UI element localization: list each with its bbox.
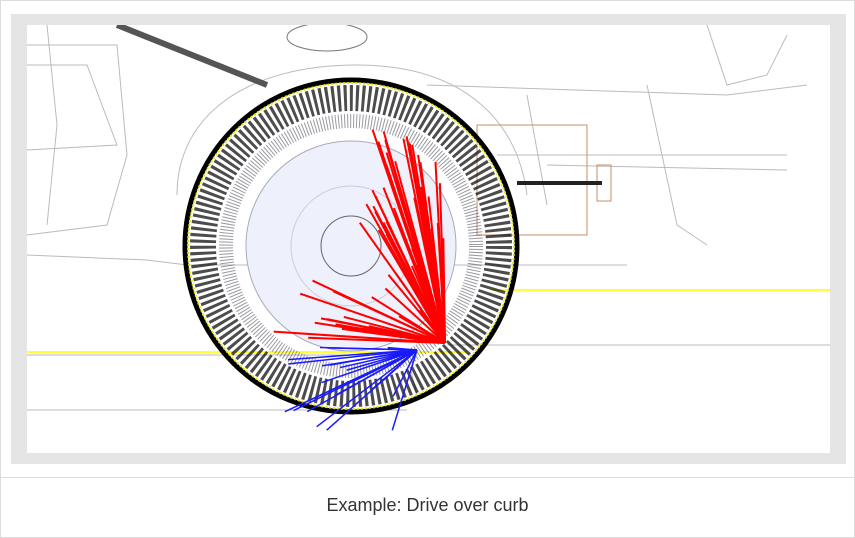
force-ray bbox=[442, 238, 446, 344]
force-ray bbox=[385, 165, 446, 344]
force-ray bbox=[416, 194, 446, 344]
normal-ray bbox=[392, 349, 418, 397]
normal-ray bbox=[387, 346, 418, 351]
force-ray bbox=[419, 161, 446, 344]
simulation-image bbox=[27, 25, 830, 453]
normal-ray bbox=[306, 349, 418, 403]
force-ray bbox=[308, 336, 446, 344]
force-ray bbox=[299, 292, 446, 344]
normal-ray bbox=[327, 347, 418, 351]
normal-ray bbox=[321, 349, 418, 367]
force-ray bbox=[359, 222, 446, 344]
tire-contact-ring bbox=[187, 82, 515, 410]
normal-ray bbox=[335, 349, 418, 396]
image-frame bbox=[11, 14, 846, 464]
force-ray bbox=[371, 296, 446, 344]
force-ray bbox=[382, 131, 446, 344]
force-ray bbox=[332, 290, 446, 344]
normal-ray bbox=[380, 349, 418, 383]
force-ray bbox=[371, 189, 446, 344]
spring-top bbox=[286, 25, 368, 52]
tire-mesh bbox=[190, 85, 512, 407]
normal-ray bbox=[346, 349, 418, 371]
caption-divider bbox=[1, 477, 854, 478]
hub bbox=[290, 185, 412, 307]
normal-ray bbox=[316, 349, 418, 428]
force-ray bbox=[372, 205, 446, 344]
suspension-arm bbox=[115, 25, 269, 88]
normal-ray bbox=[288, 349, 418, 365]
force-ray bbox=[384, 287, 446, 344]
force-ray bbox=[326, 318, 446, 344]
figure-caption: Example: Drive over curb bbox=[326, 495, 529, 515]
tire-inner-mesh bbox=[219, 114, 483, 378]
tire-outer bbox=[182, 77, 520, 415]
normal-ray bbox=[321, 349, 418, 384]
normal-ray bbox=[391, 349, 418, 431]
hub-center bbox=[320, 215, 382, 277]
tire-simulation-drawing bbox=[27, 25, 830, 431]
